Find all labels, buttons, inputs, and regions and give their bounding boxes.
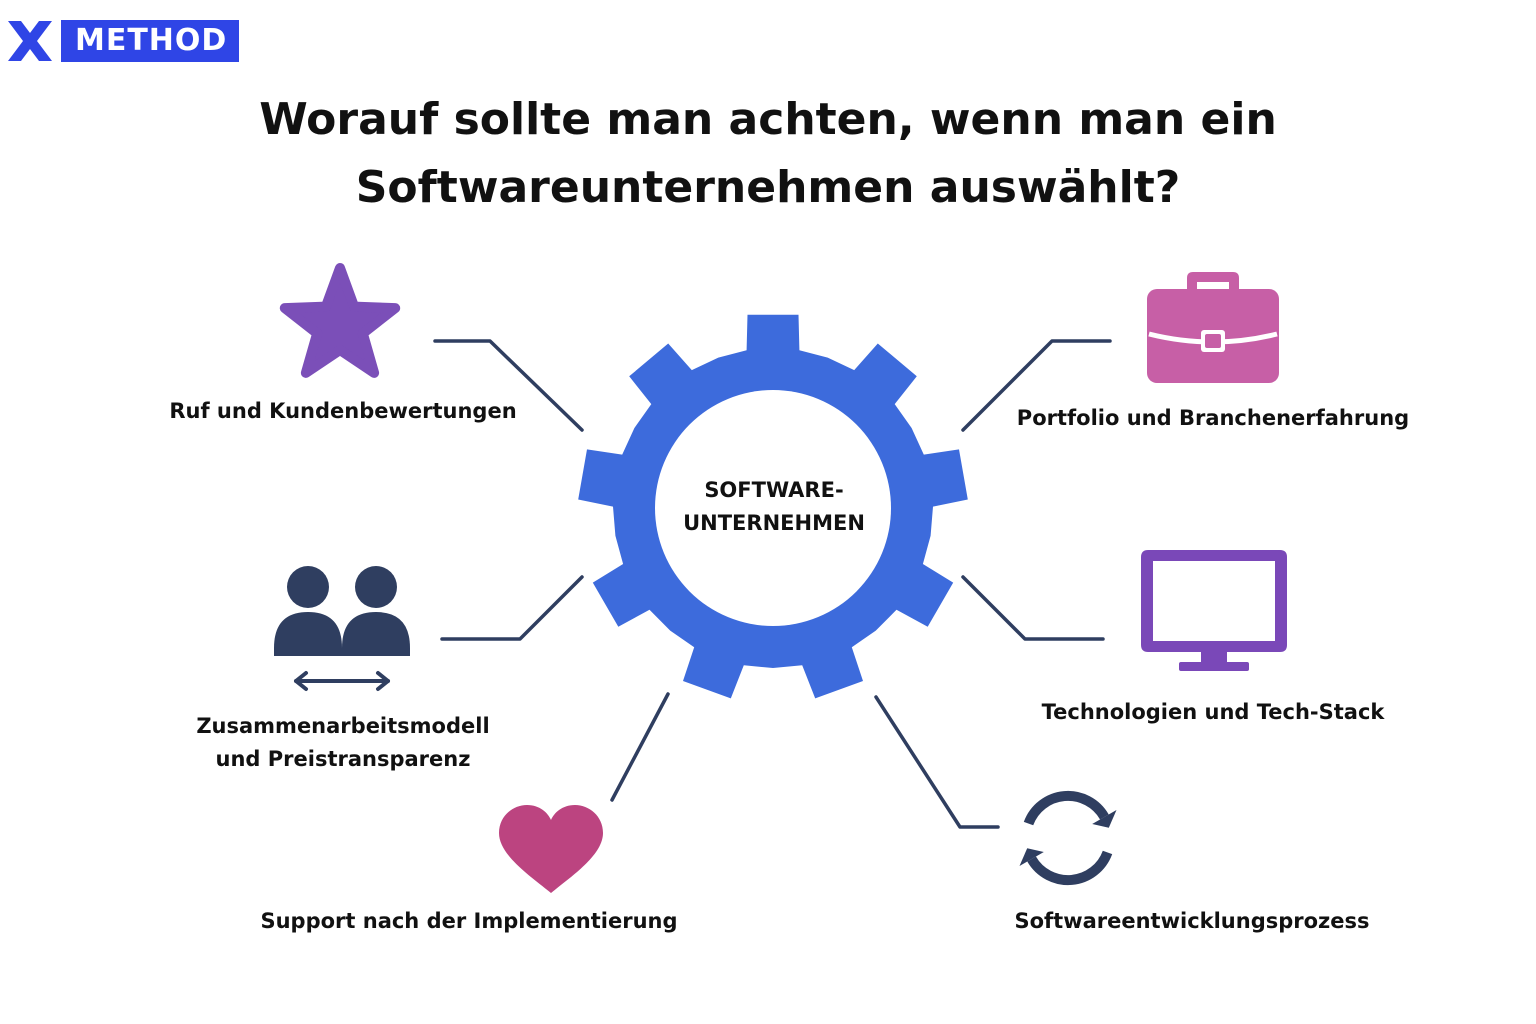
label-ruf-line-1: Ruf und Kundenbewertungen bbox=[169, 399, 517, 423]
gear-icon bbox=[578, 314, 968, 699]
label-prozess: Softwareentwicklungsprozess bbox=[990, 905, 1394, 938]
label-support: Support nach der Implementierung bbox=[220, 905, 718, 938]
label-prozess-line-1: Softwareentwicklungsprozess bbox=[1014, 909, 1370, 933]
connector-portfolio bbox=[961, 339, 1112, 432]
heart-icon bbox=[499, 805, 603, 893]
label-support-line-1: Support nach der Implementierung bbox=[260, 909, 678, 933]
x-logo-icon bbox=[8, 21, 52, 61]
center-label-line-1: SOFTWARE- bbox=[704, 478, 844, 502]
logo-box: METHOD bbox=[61, 20, 240, 62]
label-ruf: Ruf und Kundenbewertungen bbox=[150, 395, 536, 428]
briefcase-icon bbox=[1147, 272, 1279, 383]
label-zusammenarbeit: Zusammenarbeitsmodell und Preistranspare… bbox=[160, 710, 526, 776]
monitor-icon bbox=[1141, 550, 1287, 671]
title-line-1: Worauf sollte man achten, wenn man ein bbox=[259, 94, 1277, 145]
label-portfolio: Portfolio und Branchenerfahrung bbox=[990, 402, 1436, 435]
people-icon bbox=[274, 566, 410, 691]
connector-zusammenarbeit bbox=[440, 575, 584, 641]
center-label: SOFTWARE- UNTERNEHMEN bbox=[654, 474, 894, 540]
page-title: Worauf sollte man achten, wenn man ein S… bbox=[0, 86, 1536, 222]
method-logo: METHOD bbox=[8, 19, 240, 63]
refresh-icon bbox=[1019, 790, 1117, 886]
star-icon bbox=[279, 263, 401, 378]
connector-prozess bbox=[874, 695, 1000, 829]
label-zusammenarbeit-line-1: Zusammenarbeitsmodell bbox=[196, 714, 490, 738]
connector-ruf bbox=[433, 339, 584, 432]
label-portfolio-line-1: Portfolio und Branchenerfahrung bbox=[1016, 406, 1410, 430]
title-line-2: Softwareunternehmen auswählt? bbox=[355, 162, 1181, 213]
label-zusammenarbeit-line-2: und Preistransparenz bbox=[215, 747, 471, 771]
label-technologien-line-1: Technologien und Tech-Stack bbox=[1041, 700, 1385, 724]
gear-hole bbox=[655, 390, 891, 626]
connector-support bbox=[610, 692, 670, 802]
label-technologien: Technologien und Tech-Stack bbox=[1010, 696, 1416, 729]
logo-text: METHOD bbox=[75, 23, 228, 58]
connector-technologien bbox=[961, 575, 1105, 641]
center-label-line-2: UNTERNEHMEN bbox=[683, 511, 865, 535]
